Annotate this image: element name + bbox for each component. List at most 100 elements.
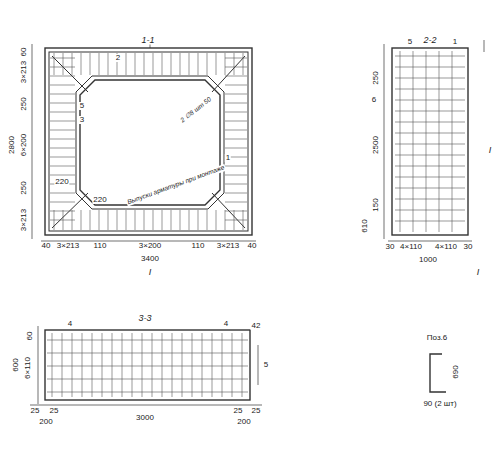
rebar-stroke [395,67,465,68]
rebar-stroke [198,210,199,230]
rebar-stroke [189,53,190,75]
rebar-stroke [47,379,248,380]
dimension-label: 2800 [8,135,16,155]
rebar-stroke [153,210,154,230]
rebar-stroke [99,53,100,75]
rebar-stroke [225,76,247,77]
rebar-stroke [426,51,427,232]
dimension-label: 220 [54,178,69,186]
dimension-label: 25 [49,407,60,415]
rebar-stroke [63,53,64,75]
dimension-label: 30 [385,243,396,251]
rebar-stroke [225,220,247,221]
dimension-label: 3×213 [216,242,240,250]
rebar-stroke [72,333,73,397]
rebar-stroke [50,175,75,176]
dimension-label: 1 [452,38,458,46]
section-mark [484,40,485,52]
rebar-stroke [162,210,163,230]
dimension-label: 2 [115,54,121,62]
rebar-stroke [225,166,247,167]
dimension-label: 3×213 [20,208,28,232]
rebar-stroke [50,58,75,59]
dimension-label: 60 [26,331,34,342]
dimension-label: 2 ∅8 шт 50 [179,96,214,125]
dimension-label: 42 [251,322,262,330]
rebar-stroke [216,53,217,75]
rebar-stroke [234,53,235,75]
rebar-stroke [395,221,465,222]
dimension-label: 5 [79,102,85,110]
rebar-stroke [171,210,172,230]
rebar-stroke [413,51,414,232]
rebar-stroke [50,85,75,86]
rebar-stroke [225,139,247,140]
rebar-stroke [395,100,465,101]
dimension-label: 3×213 [20,60,28,84]
rebar-stroke [225,103,247,104]
rebar-stroke [50,76,75,77]
rebar-stroke [112,333,113,397]
rebar-stroke [162,333,163,397]
plan-section-outline [45,330,250,400]
dimension-label: 150 [372,197,380,212]
rebar-stroke [72,53,73,75]
rebar-stroke [108,53,109,75]
rebar-stroke [395,210,465,211]
dimension-label: 30 [463,243,474,251]
section-title: 2-2 [422,36,437,45]
dimension-label: 4×110 [434,243,458,251]
rebar-stroke [395,78,465,79]
rebar-stroke [225,184,247,185]
corner-bar [52,56,88,92]
rebar-stroke [395,188,465,189]
section-mark [258,345,259,385]
rebar-stroke [152,333,153,397]
rebar-stroke [182,333,183,397]
dimension-label: 3400 [140,255,160,263]
rebar-stroke [47,366,248,367]
dimension-label: 600 [12,357,20,372]
dimension-label: 1 [225,154,231,162]
rebar-stroke [54,53,55,75]
rebar-stroke [395,144,465,145]
rebar-stroke [50,211,75,212]
dimension-label: 25 [251,407,262,415]
dimension-label: 200 [236,418,251,426]
rebar-stroke [122,333,123,397]
rebar-stroke [162,53,163,75]
dimension-label: 5 [263,361,269,369]
dimension-label: 6×200 [20,133,28,157]
dimension-label: 60 [20,47,28,58]
rebar-stroke [50,220,75,221]
rebar-stroke [225,67,247,68]
dimension-line [38,326,39,404]
rebar-stroke [198,53,199,75]
dimension-label: Выпуски арматуры при монтаже [126,164,227,206]
dimension-label: 25 [233,407,244,415]
dimension-line [30,405,262,406]
rebar-stroke [225,148,247,149]
dimension-label: 610 [361,218,369,233]
dimension-label: 3×213 [56,242,80,250]
rebar-stroke [189,210,190,230]
rebar-stroke [400,51,401,232]
rebar-stroke [90,53,91,75]
dimension-label: I [476,268,481,277]
dimension-label: 110 [93,242,108,250]
dimension-label: 4×110 [399,243,423,251]
rebar-stroke [108,210,109,230]
inner-rebar [76,76,224,209]
dimension-label: 200 [38,418,53,426]
rebar-stroke [52,333,53,397]
rebar-stroke [62,333,63,397]
rebar-stroke [132,333,133,397]
dimension-label: 3×200 [138,242,162,250]
rebar-stroke [225,112,247,113]
dimension-label: 220 [92,196,107,204]
rebar-stroke [395,166,465,167]
rebar-stroke [225,211,247,212]
dimension-label: I [148,268,153,277]
section-title: 1-1 [140,36,155,45]
rebar-stroke [50,139,75,140]
